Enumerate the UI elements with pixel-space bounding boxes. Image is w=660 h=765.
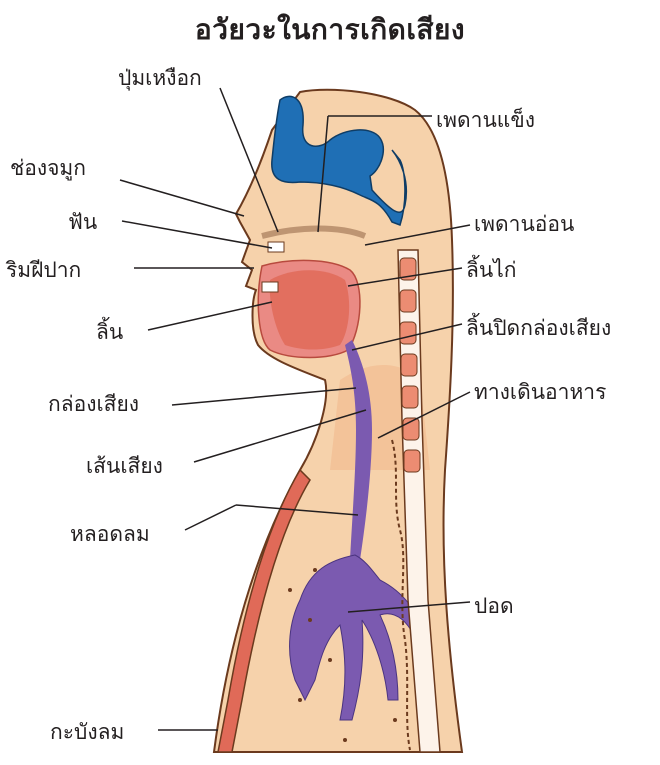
label-uvula: ลิ้นไก่ (466, 254, 517, 287)
diagram-title: อวัยวะในการเกิดเสียง (0, 8, 660, 52)
label-vocal-cords: เส้นเสียง (86, 450, 163, 483)
label-nasal-cavity: ช่องจมูก (10, 152, 86, 185)
label-soft-palate: เพดานอ่อน (474, 208, 574, 241)
label-teeth: ฟัน (68, 206, 97, 239)
label-alveolar-ridge: ปุ่มเหงือก (118, 62, 202, 95)
label-esophagus: ทางเดินอาหาร (474, 376, 606, 409)
label-lips: ริมฝีปาก (6, 254, 81, 287)
lower-teeth (262, 282, 278, 292)
label-epiglottis: ลิ้นปิดกล่องเสียง (466, 312, 611, 345)
label-lungs: ปอด (474, 590, 514, 623)
tongue-shape (270, 270, 349, 349)
label-diaphragm: กะบังลม (50, 716, 124, 749)
label-tongue: ลิ้น (96, 316, 123, 349)
label-trachea: หลอดลม (70, 518, 150, 551)
label-larynx: กล่องเสียง (48, 388, 139, 421)
label-hard-palate: เพดานแข็ง (436, 104, 535, 137)
